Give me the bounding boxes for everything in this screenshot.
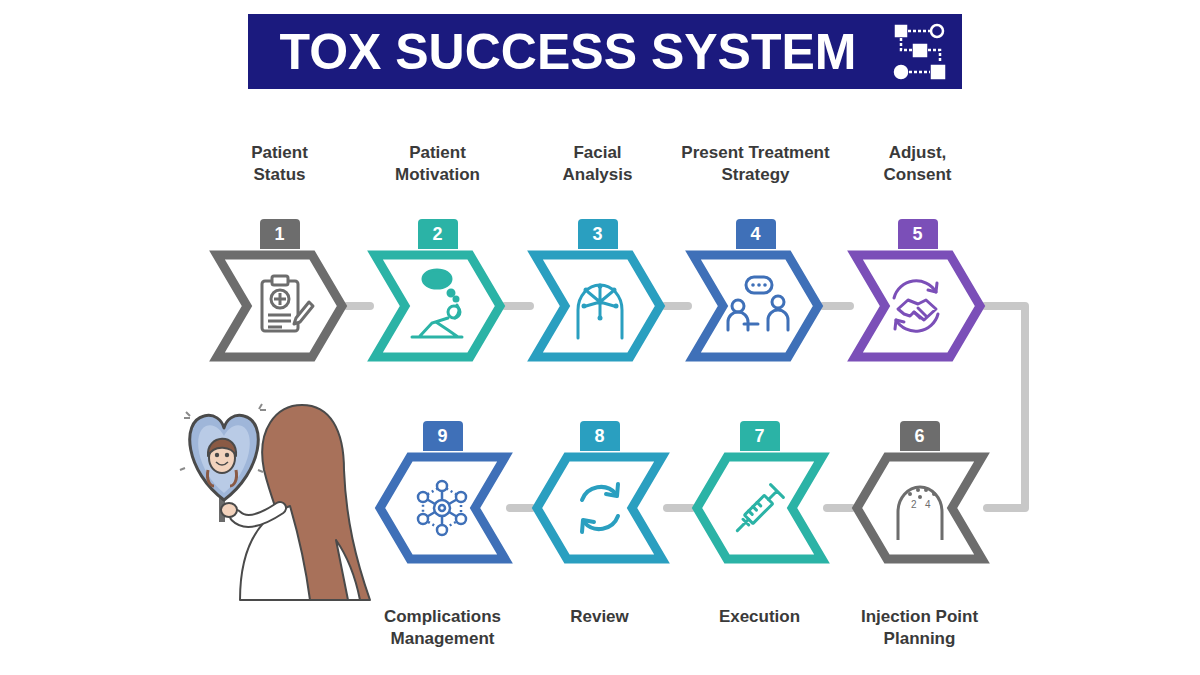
step-chevron: 1Patient Status — [212, 250, 347, 362]
chevron-outline — [370, 250, 505, 362]
step-label: Review — [535, 606, 665, 628]
step-label: Patient Status — [230, 142, 330, 186]
step-chevron: 5Adjust, Consent — [850, 250, 985, 362]
step-number: 7 — [740, 421, 780, 451]
step-chevron: 9Complications Management — [375, 452, 510, 564]
step-label: Injection Point Planning — [845, 606, 995, 650]
connector — [665, 302, 688, 310]
connector — [505, 302, 530, 310]
chevron-border — [217, 255, 342, 357]
chevron-outline — [692, 452, 827, 564]
step-chevron: 3Facial Analysis — [530, 250, 665, 362]
handshake-icon — [894, 281, 938, 331]
step-label: Adjust, Consent — [868, 142, 968, 186]
chevron-border — [537, 457, 662, 559]
woman-illustration — [180, 404, 370, 600]
connector — [510, 504, 532, 512]
connector — [823, 302, 850, 310]
step-number: 4 — [736, 219, 776, 249]
injection-map-icon — [898, 487, 942, 540]
chevron-border — [855, 255, 980, 357]
face-analysis-icon — [578, 284, 622, 339]
chevron-outline — [852, 452, 987, 564]
step-chevron: 6Injection Point Planning — [852, 452, 987, 564]
connector — [347, 302, 370, 310]
consultation-icon — [728, 277, 788, 330]
chevron-border — [535, 255, 660, 357]
step-number: 6 — [900, 421, 940, 451]
step-chevron: 7Execution — [692, 452, 827, 564]
chevron-border — [693, 255, 818, 357]
step-label: Facial Analysis — [548, 142, 648, 186]
step-number: 5 — [898, 219, 938, 249]
chevron-outline — [850, 250, 985, 362]
chevron-border — [857, 457, 982, 559]
step-chevron: 8Review — [532, 452, 667, 564]
chevron-outline — [530, 250, 665, 362]
step-chevron: 4Present Treatment Strategy — [688, 250, 823, 362]
step-number: 3 — [578, 219, 618, 249]
chevron-outline — [688, 250, 823, 362]
step-number: 9 — [423, 421, 463, 451]
syringe-icon — [731, 485, 783, 537]
step-number: 1 — [260, 219, 300, 249]
step-label: Patient Motivation — [383, 142, 493, 186]
step-label: Present Treatment Strategy — [672, 142, 840, 186]
chevron-outline — [532, 452, 667, 564]
chevron-outline — [375, 452, 510, 564]
icon-number: 2 — [911, 500, 917, 510]
chevron-border — [375, 255, 500, 357]
connector — [985, 306, 1025, 508]
icon-number: 4 — [925, 500, 931, 510]
connector — [667, 504, 692, 512]
title-banner — [248, 14, 962, 89]
network-icon — [418, 481, 466, 535]
clipboard-icon — [262, 276, 313, 331]
connector — [827, 504, 852, 512]
step-number: 2 — [418, 219, 458, 249]
step-label: Complications Management — [368, 606, 518, 650]
title: TOX SUCCESS SYSTEM — [248, 14, 888, 89]
chevron-outline — [212, 250, 347, 362]
chevron-border — [380, 457, 505, 559]
review-icon — [582, 484, 618, 532]
flow-icon — [895, 25, 944, 78]
motivation-icon — [412, 270, 462, 337]
step-number: 8 — [580, 421, 620, 451]
step-chevron: 2Patient Motivation — [370, 250, 505, 362]
chevron-border — [697, 457, 822, 559]
step-label: Execution — [695, 606, 825, 628]
